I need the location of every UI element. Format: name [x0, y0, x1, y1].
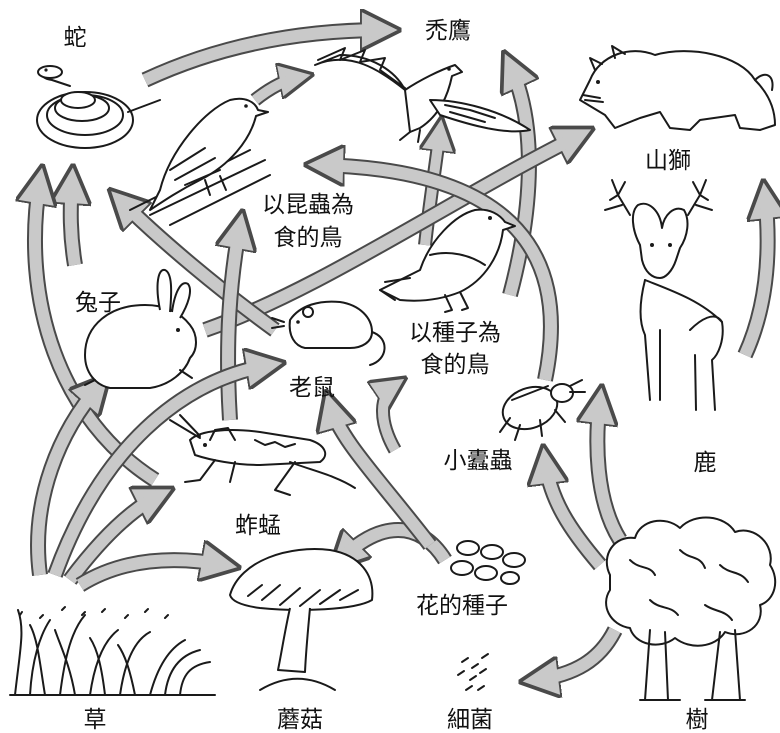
label-insect-bird-line1: 以昆蟲為	[262, 192, 354, 218]
arrow-grass-to-mushroom	[80, 560, 225, 585]
label-mushroom: 蘑菇	[277, 707, 323, 733]
label-rabbit: 兔子	[75, 290, 121, 316]
label-deer: 鹿	[694, 450, 717, 476]
label-grasshopper: 蚱蜢	[235, 513, 281, 539]
insect-bird-drawing	[130, 99, 270, 225]
arrow-rabbit-to-snake	[71, 180, 75, 265]
eagle-drawing	[315, 48, 530, 142]
rabbit-drawing	[85, 270, 196, 388]
arrow-tree-to-bacteria	[535, 630, 615, 680]
label-snake: 蛇	[64, 25, 87, 51]
snake-drawing	[37, 66, 160, 148]
label-tree: 樹	[686, 707, 709, 733]
label-bacteria: 細菌	[447, 707, 493, 733]
mountain-lion-drawing	[580, 46, 775, 130]
beetle-drawing	[497, 380, 585, 440]
arrow-insectbird-to-eagle	[255, 77, 300, 100]
label-seeds: 花的種子	[416, 593, 508, 619]
label-insect-bird-line2: 食的鳥	[274, 225, 343, 251]
label-seed-bird-line2: 食的鳥	[421, 352, 490, 378]
label-beetle: 小蠹蟲	[444, 448, 513, 474]
arrow-mouse-to-eagle	[510, 65, 529, 295]
label-eagle: 禿鷹	[425, 18, 471, 44]
bacteria-drawing	[458, 654, 488, 690]
arrow-seeds-to-seedbird	[383, 385, 395, 450]
seeds-drawing	[451, 541, 525, 584]
mushroom-drawing	[230, 549, 372, 690]
arrow-tree-to-deer	[597, 400, 620, 540]
grass-drawing	[10, 607, 215, 695]
label-grass: 草	[84, 707, 107, 733]
label-mountain-lion: 山獅	[645, 148, 691, 174]
seed-bird-drawing	[380, 210, 515, 312]
mouse-drawing	[272, 302, 385, 365]
deer-drawing	[605, 180, 723, 410]
label-mouse: 老鼠	[289, 375, 335, 401]
grasshopper-drawing	[170, 415, 355, 495]
label-seed-bird-line1: 以種子為	[409, 320, 501, 346]
arrow-deer-to-lion	[745, 195, 768, 355]
tree-drawing	[606, 517, 775, 700]
